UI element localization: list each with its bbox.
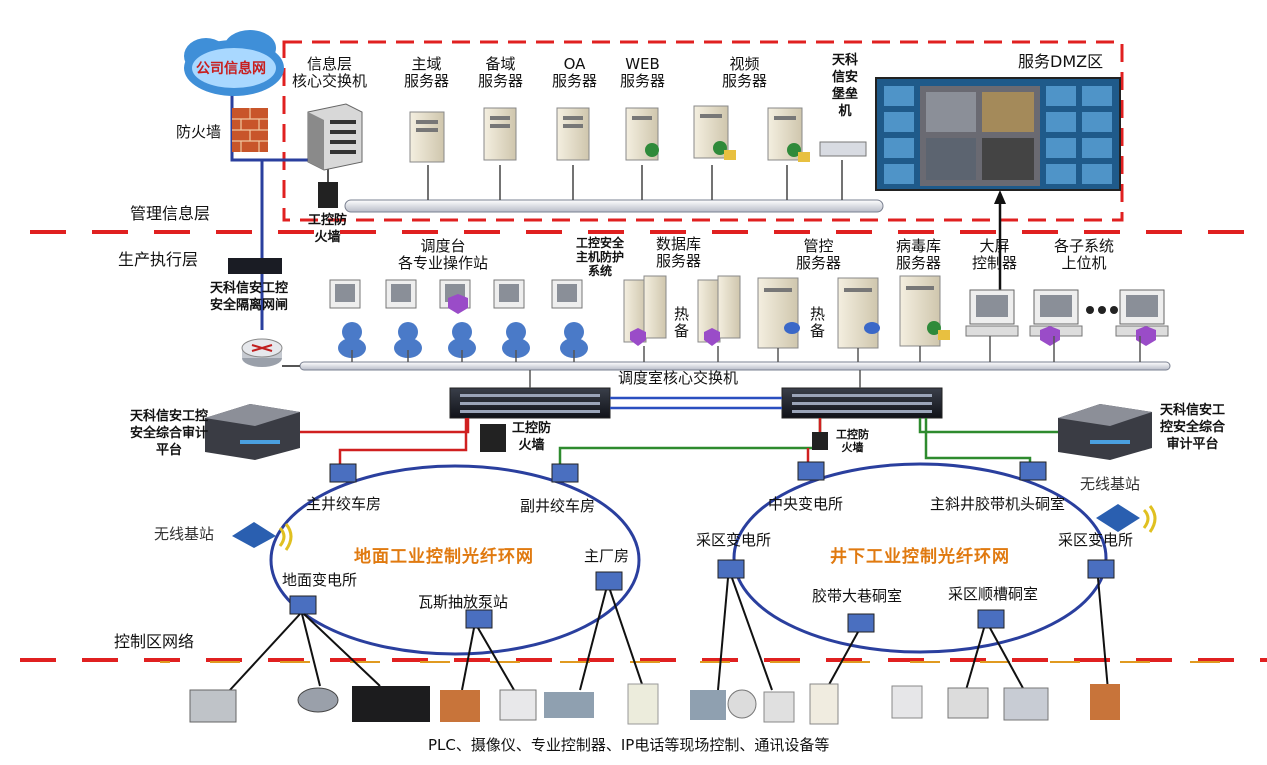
node-main-shaft: 主井绞车房 bbox=[306, 495, 382, 513]
ics-firewall-top-label: 工控防 火墙 bbox=[308, 213, 348, 245]
web-server-label: WEB 服务器 bbox=[620, 55, 666, 90]
node-surface-sub: 地面变电所 bbox=[282, 571, 358, 589]
ics-firewall-right-icon bbox=[812, 432, 828, 450]
dispatch-label: 调度台 各专业操作站 bbox=[398, 237, 489, 272]
underground-ring-title: 井下工业控制光纤环网 bbox=[830, 547, 1010, 567]
wireless-left-icon bbox=[232, 522, 293, 551]
field-devices bbox=[189, 683, 1120, 725]
firewall-icon bbox=[232, 108, 268, 152]
node-mining-sub-left: 采区变电所 bbox=[696, 531, 772, 549]
isolation-gateway-label: 天科信安工控 安全隔离网闸 bbox=[210, 281, 289, 313]
db-server-label: 数据库 服务器 bbox=[656, 235, 702, 270]
host-pcs bbox=[965, 289, 1169, 346]
underground-ring bbox=[732, 462, 1108, 654]
firewall-label: 防火墙 bbox=[176, 123, 222, 141]
audit-right-label: 天科信安工 控安全综合 审计平台 bbox=[1160, 403, 1226, 452]
audit-platform-left-icon bbox=[205, 404, 300, 460]
node-aux-shaft: 副井绞车房 bbox=[520, 497, 596, 515]
wireless-left-label: 无线基站 bbox=[154, 525, 215, 543]
surface-ring-title: 地面工业控制光纤环网 bbox=[354, 547, 534, 567]
ics-firewall-left-icon bbox=[480, 424, 506, 452]
node-main-incline: 主斜井胶带机头硐室 bbox=[930, 495, 1066, 513]
wireless-right-label: 无线基站 bbox=[1080, 475, 1141, 493]
control-layer-label: 控制区网络 bbox=[114, 632, 195, 651]
subsystem-hosts-label: 各子系统 上位机 bbox=[1054, 237, 1115, 272]
management-layer-label: 管理信息层 bbox=[130, 204, 211, 223]
node-gas-pump: 瓦斯抽放泵站 bbox=[418, 593, 509, 611]
node-mining-sub-right: 采区变电所 bbox=[1058, 531, 1134, 549]
node-main-plant: 主厂房 bbox=[584, 547, 630, 565]
bastion-host-icon bbox=[819, 141, 867, 157]
video-server-label: 视频 服务器 bbox=[722, 55, 768, 90]
audit-platform-right-icon bbox=[1058, 404, 1152, 460]
audit-left-label: 天科信安工控 安全综合审计 平台 bbox=[130, 409, 209, 458]
bastion-label: 天科 信安 堡垒 机 bbox=[832, 53, 859, 119]
screen-controller-label: 大屏 控制器 bbox=[972, 237, 1018, 272]
ics-fw-right-label: 工控防 火墙 bbox=[836, 428, 869, 454]
operator-stations bbox=[329, 279, 588, 358]
info-core-switch-label: 信息层 核心交换机 bbox=[292, 55, 368, 90]
hot-backup-left-label: 热 备 bbox=[674, 305, 690, 340]
cloud-label: 公司信息网 bbox=[196, 61, 266, 77]
node-trough-room: 采区顺槽硐室 bbox=[948, 585, 1039, 603]
virus-server-label: 病毒库 服务器 bbox=[896, 237, 942, 272]
field-devices-caption: PLC、摄像仪、专业控制器、IP电话等现场控制、通讯设备等 bbox=[428, 736, 830, 754]
wireless-right-icon bbox=[1096, 504, 1157, 533]
node-central-sub: 中央变电所 bbox=[768, 495, 844, 513]
mgmt-server-label: 管控 服务器 bbox=[796, 237, 842, 272]
dmz-title: 服务DMZ区 bbox=[1018, 52, 1104, 71]
oa-server-label: OA 服务器 bbox=[552, 55, 598, 90]
host-protection-label: 工控安全 主机防护 系统 bbox=[576, 236, 625, 278]
router-icon bbox=[241, 338, 283, 367]
hot-backup-right-label: 热 备 bbox=[810, 305, 826, 340]
dispatch-core-switches bbox=[449, 370, 943, 419]
domain-backup-label: 备域 服务器 bbox=[478, 55, 524, 90]
dmz-boundary bbox=[282, 40, 1124, 222]
surface-ring bbox=[269, 464, 641, 656]
production-layer-label: 生产执行层 bbox=[118, 250, 199, 269]
cloud-icon bbox=[184, 30, 284, 96]
isolation-gateway-icon bbox=[228, 258, 282, 274]
info-core-switch-icon bbox=[307, 103, 363, 171]
ics-firewall-top-icon bbox=[318, 182, 338, 208]
node-belt-room: 胶带大巷硐室 bbox=[812, 587, 903, 605]
domain-main-label: 主域 服务器 bbox=[404, 55, 450, 90]
video-wall-icon bbox=[875, 77, 1121, 191]
dispatch-core-switch-label: 调度室核心交换机 bbox=[618, 369, 739, 387]
production-servers bbox=[623, 275, 950, 349]
ics-fw-left-label: 工控防 火墙 bbox=[512, 421, 552, 453]
